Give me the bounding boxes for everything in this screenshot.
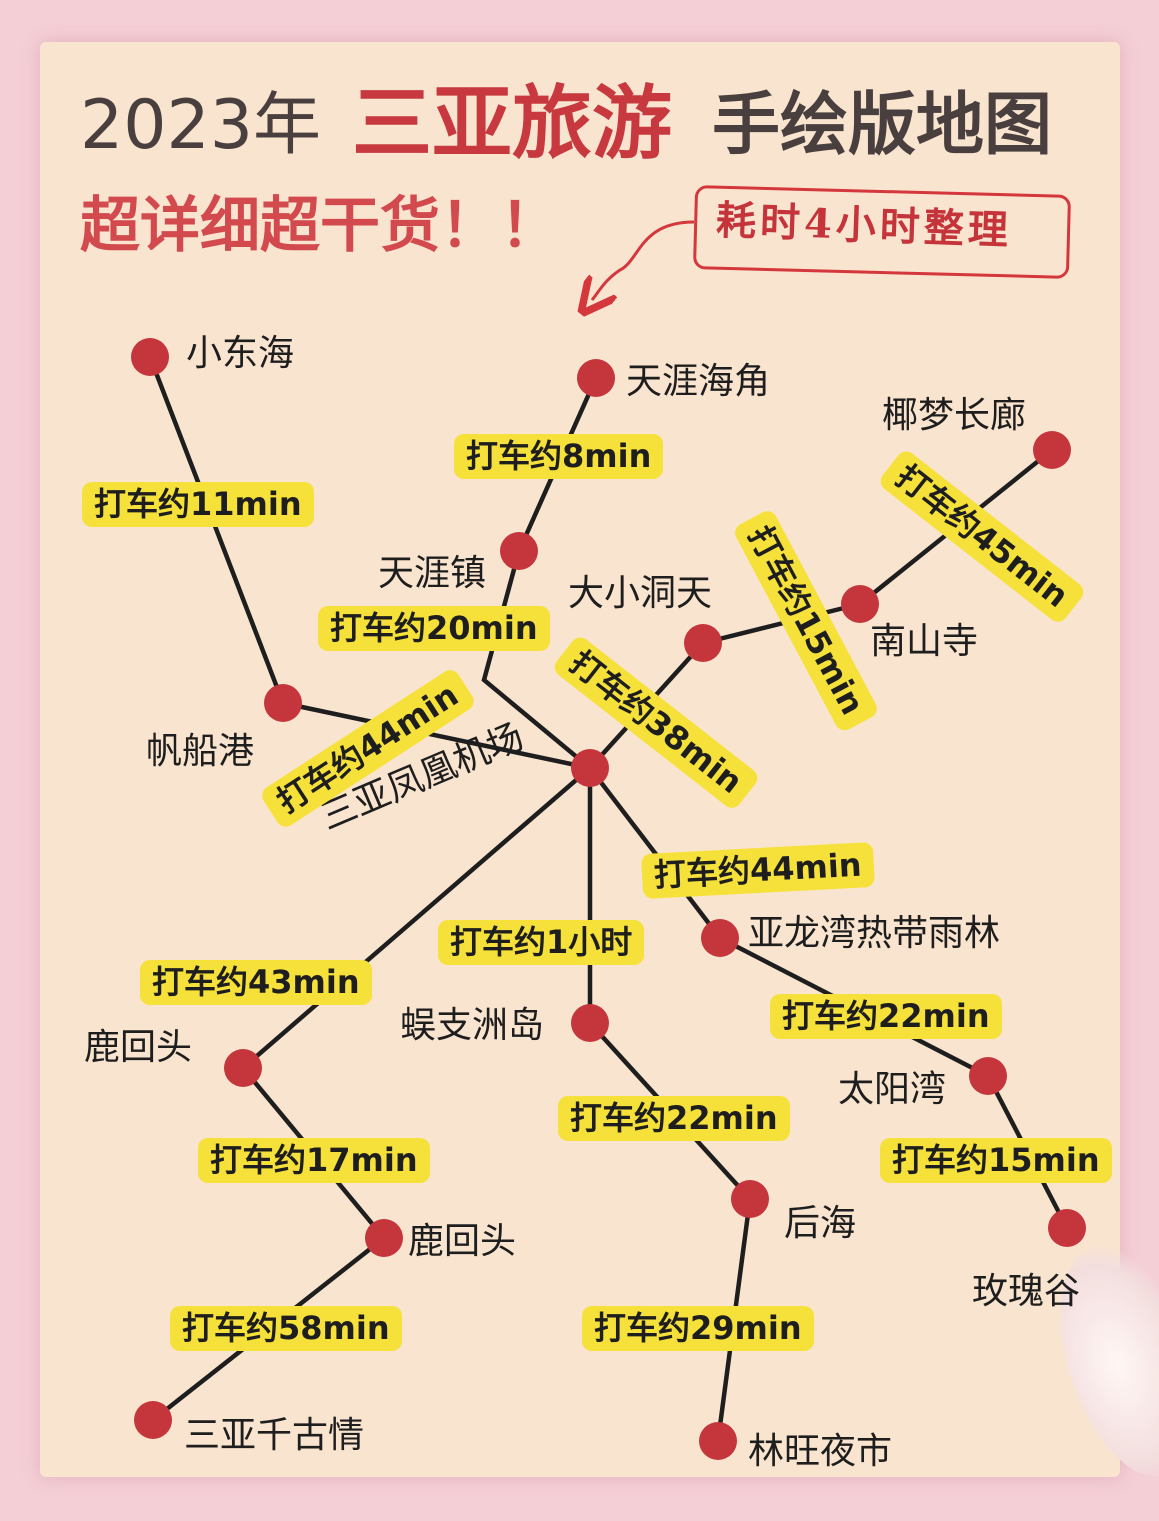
title-rest: 手绘版地图 xyxy=(712,86,1053,165)
place-label-taiyangwan: 太阳湾 xyxy=(838,1069,947,1110)
place-label-tianyazhen: 天涯镇 xyxy=(378,553,487,594)
node-sanyaqianguqing[interactable] xyxy=(134,1401,172,1439)
route-badge-airport-luhuitou: 打车约43min xyxy=(140,960,372,1006)
node-yalongwan[interactable] xyxy=(701,919,739,957)
node-airport[interactable] xyxy=(571,749,609,787)
place-label-linwangyeshi: 林旺夜市 xyxy=(748,1431,893,1472)
place-label-sanyaqianguqing: 三亚千古情 xyxy=(184,1415,365,1456)
route-badge-luhuitou-luhuitou: 打车约17min xyxy=(198,1138,430,1184)
title-year: 2023年 xyxy=(80,86,322,165)
node-nanshansi[interactable] xyxy=(841,585,879,623)
title-highlight: 三亚旅游 xyxy=(352,77,672,170)
route-line-airport-luhuitou xyxy=(240,765,593,1071)
route-badge-tianyazhen-airport: 打车约20min xyxy=(318,606,550,652)
place-label-houhai: 后海 xyxy=(784,1203,857,1244)
route-badge-tianyahaijiao-tianyazhen: 打车约8min xyxy=(454,434,664,480)
route-line-fanchuangang-airport xyxy=(280,700,593,771)
node-meiguigu[interactable] xyxy=(1048,1209,1086,1247)
route-badge-houhai-linwang: 打车约29min xyxy=(582,1306,814,1352)
subtitle: 超详细超干货！！ xyxy=(80,191,560,261)
node-tianyahaijiao[interactable] xyxy=(577,359,615,397)
node-tianyazhen[interactable] xyxy=(500,532,538,570)
node-xiaodonghai[interactable] xyxy=(131,338,169,376)
route-badge-wuzhizhou-houhai: 打车约22min xyxy=(558,1096,790,1142)
place-label-yalongwan: 亚龙湾热带雨林 xyxy=(748,913,1001,954)
place-label-wuzhizhoudao: 蜈支洲岛 xyxy=(400,1005,545,1046)
node-luhuitou-1[interactable] xyxy=(224,1049,262,1087)
node-luhuitou-2[interactable] xyxy=(365,1219,403,1257)
place-label-meiguigu: 玫瑰谷 xyxy=(972,1271,1081,1312)
route-badge-xiaodonghai-fanchuangang: 打车约11min xyxy=(82,482,314,528)
place-label-xiaodonghai: 小东海 xyxy=(186,333,295,374)
node-wuzhizhoudao[interactable] xyxy=(571,1004,609,1042)
place-label-yemengchanglang: 椰梦长廊 xyxy=(882,395,1027,436)
place-label-daxiaodongtian: 大小洞天 xyxy=(568,573,713,614)
route-line-xiaodonghai-fanchuangang xyxy=(147,354,286,706)
place-label-fanchuangang: 帆船港 xyxy=(146,731,255,772)
route-badge-airport-wuzhizhou: 打车约1小时 xyxy=(438,920,645,966)
route-badge-taiyangwan-meiguigu: 打车约15min xyxy=(880,1138,1112,1184)
place-label-nanshansi: 南山寺 xyxy=(870,621,979,662)
node-linwangyeshi[interactable] xyxy=(699,1422,737,1460)
note-arrow xyxy=(592,220,695,300)
node-daxiaodongtian[interactable] xyxy=(684,624,722,662)
route-badge-yalongwan-taiyangwan: 打车约22min xyxy=(770,994,1002,1040)
place-label-luhuitou-2: 鹿回头 xyxy=(408,1221,517,1262)
node-taiyangwan[interactable] xyxy=(969,1057,1007,1095)
route-badge-luhuitou-qianguqing: 打车约58min xyxy=(170,1306,402,1352)
route-line-tianyazhen-airport xyxy=(481,548,593,771)
node-yemengchanglang[interactable] xyxy=(1033,431,1071,469)
node-houhai[interactable] xyxy=(731,1180,769,1218)
node-fanchuangang[interactable] xyxy=(264,684,302,722)
place-label-luhuitou-1: 鹿回头 xyxy=(84,1027,193,1068)
place-label-tianyahaijiao: 天涯海角 xyxy=(626,361,771,402)
